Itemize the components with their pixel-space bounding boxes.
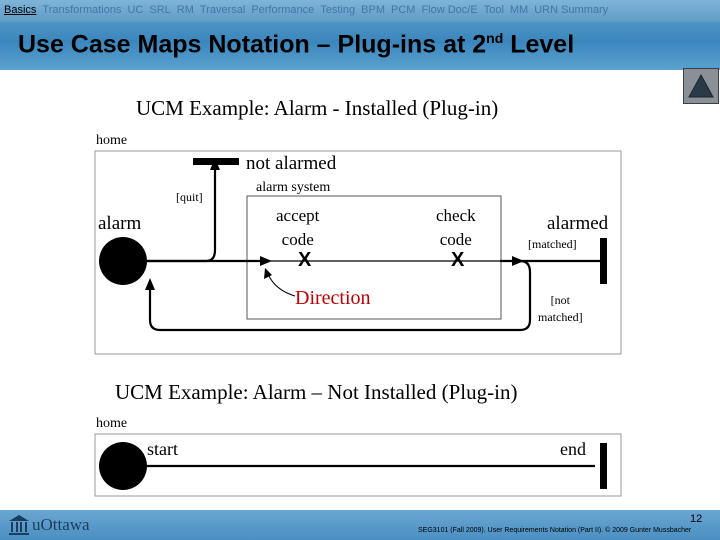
nav-item-basics[interactable]: Basics [4, 4, 37, 16]
slide-title: Use Case Maps Notation – Plug-ins at 2nd… [18, 30, 575, 59]
nav-item-performance[interactable]: Performance [251, 4, 315, 16]
accept-code-responsibility: accept code [276, 206, 320, 249]
direction-label: Direction [295, 287, 371, 309]
nav-item-tool[interactable]: Tool [483, 4, 504, 16]
accept-code-marker: X [298, 249, 312, 271]
nav-item-urn-summary[interactable]: URN Summary [534, 4, 609, 16]
check-code-marker: X [451, 249, 465, 271]
nav-item-rm[interactable]: RM [176, 4, 194, 16]
nav-item-mm[interactable]: MM [509, 4, 529, 16]
end-label: end [560, 439, 586, 459]
title-band [0, 22, 720, 70]
alarm-system-label: alarm system [256, 180, 331, 195]
alarm-label: alarm [98, 213, 142, 234]
nav-item-bpm[interactable]: BPM [361, 4, 385, 16]
university-logo-text: uOttawa [32, 515, 90, 534]
matched-condition: [matched] [528, 237, 577, 251]
section-navigation: Basics Transformations UC SRL RM Traversal Per… [4, 4, 614, 16]
not-alarmed-label: not alarmed [246, 153, 337, 174]
nav-item-transformations[interactable]: Transformations [42, 4, 122, 16]
triangle-up-icon [688, 73, 714, 98]
university-building-icon [9, 515, 29, 535]
bottom-example-heading: UCM Example: Alarm – Not Installed (Plug… [115, 380, 518, 404]
not-matched-condition: [not matched] [538, 293, 583, 324]
nav-item-flow-doc-e[interactable]: Flow Doc/E [421, 4, 478, 16]
alarmed-end-bar [600, 238, 607, 284]
check-code-responsibility: check code [436, 206, 476, 249]
nav-item-traversal[interactable]: Traversal [199, 4, 246, 16]
home-label-top: home [96, 133, 128, 148]
footer-band [0, 510, 720, 540]
nav-item-srl[interactable]: SRL [149, 4, 171, 16]
back-button[interactable] [683, 68, 719, 104]
page-number: 12 [690, 513, 703, 525]
home-component-top [94, 150, 622, 355]
top-navigation-bar: Basics Transformations UC SRL RM Traversal Per… [0, 0, 720, 22]
alarm-system-component [246, 195, 502, 320]
nav-item-pcm[interactable]: PCM [391, 4, 416, 16]
start-label: start [147, 439, 178, 459]
alarmed-label: alarmed [547, 213, 609, 234]
nav-item-testing[interactable]: Testing [320, 4, 356, 16]
course-footer: SEG3101 (Fall 2009). User Requirements N… [418, 527, 692, 534]
nav-item-uc[interactable]: UC [127, 4, 144, 16]
direction-callout [267, 273, 296, 297]
home-component-bottom [94, 433, 622, 497]
top-example-heading: UCM Example: Alarm - Installed (Plug-in) [136, 96, 499, 120]
end-bar-bottom [600, 443, 607, 489]
not-matched-loop-path [148, 259, 532, 332]
home-label-bottom: home [96, 416, 128, 431]
quit-condition: [quit] [176, 190, 203, 204]
